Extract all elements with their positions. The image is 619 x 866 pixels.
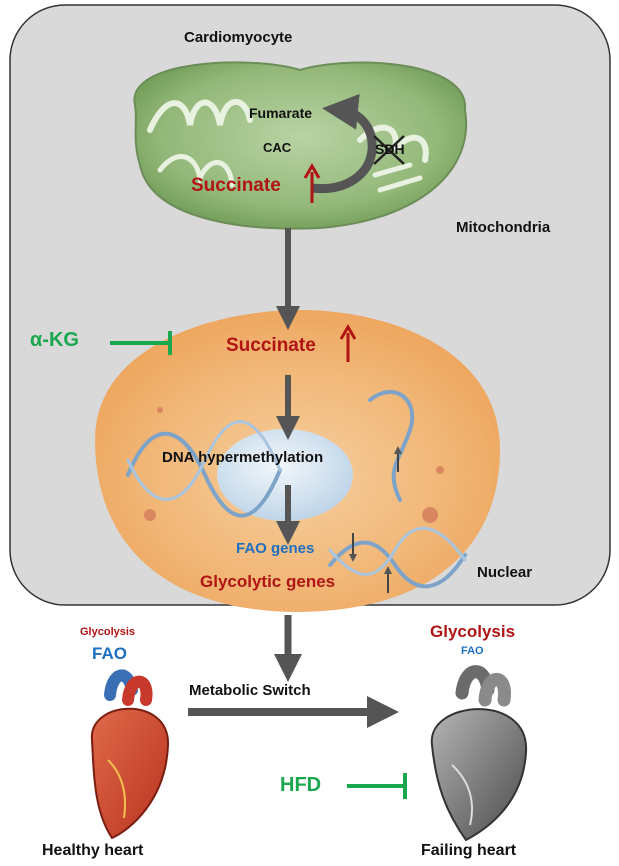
cac-cycle-arrow	[311, 93, 377, 194]
alpha-kg-label: α-KG	[30, 329, 79, 351]
right-fao-label: FAO	[461, 645, 484, 657]
cac-label: CAC	[263, 140, 292, 155]
healthy-heart-label: Healthy heart	[42, 842, 144, 859]
mitochondrion-shape	[133, 61, 468, 230]
glycolytic-genes-label: Glycolytic genes	[200, 572, 336, 591]
fumarate-label: Fumarate	[249, 105, 313, 121]
inhibition-bar-icon	[347, 773, 407, 799]
hfd-label: HFD	[280, 774, 322, 796]
up-arrow-icon	[339, 324, 357, 362]
sdh-label: SDH	[375, 141, 405, 157]
dna-hypermethylation-label: DNA hypermethylation	[162, 449, 324, 466]
heart-icon	[430, 665, 528, 842]
right-glycolysis-label: Glycolysis	[430, 622, 516, 641]
nuclear-label: Nuclear	[477, 564, 533, 581]
cardiomyocyte-label: Cardiomyocyte	[184, 29, 293, 46]
cross-mark-icon	[373, 135, 405, 165]
fao-genes-label: FAO genes	[236, 540, 315, 557]
left-glycolysis-label: Glycolysis	[80, 626, 136, 638]
up-arrow-icon	[303, 163, 321, 203]
nucleus-shape	[95, 310, 500, 612]
left-fao-label: FAO	[92, 644, 127, 663]
metabolic-switch-label: Metabolic Switch	[189, 682, 311, 699]
succinate-mito-label: Succinate	[191, 175, 281, 196]
succinate-cyto-label: Succinate	[226, 335, 316, 356]
failing-heart-label: Failing heart	[421, 842, 517, 859]
mitochondria-label: Mitochondria	[456, 219, 551, 236]
heart-icon	[90, 669, 170, 840]
inhibition-bar-icon	[110, 331, 172, 355]
